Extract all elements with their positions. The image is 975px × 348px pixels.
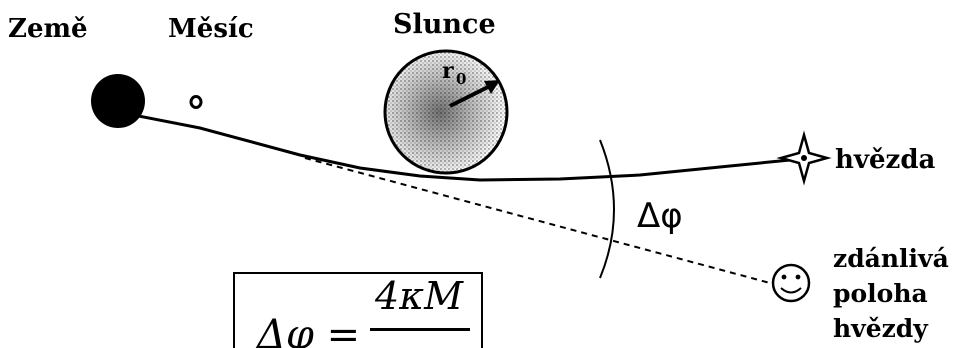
earth-label: Země: [8, 14, 88, 44]
formula-fraction-bar: [370, 328, 470, 331]
radius-subscript: 0: [456, 70, 466, 88]
radius-arrowhead: [484, 80, 500, 94]
sun-label: Slunce: [393, 9, 496, 40]
sun-shading: [385, 51, 507, 173]
radius-label: r: [442, 58, 454, 84]
formula-lhs: Δφ =: [257, 312, 361, 348]
moon-label: Měsíc: [168, 14, 254, 44]
deflection-angle-arc: [599, 139, 615, 279]
formula-box: Δφ = 4κM: [233, 272, 483, 348]
light-ray-path: [117, 110, 791, 182]
apparent-position-label-2: poloha: [833, 279, 928, 308]
star-icon: [776, 130, 832, 186]
radius-arrow-line: [449, 82, 495, 108]
apparent-position-label-1: zdánlivá: [833, 244, 949, 273]
moon-body: [189, 95, 203, 109]
apparent-direction-line: [304, 157, 771, 284]
apparent-position-label-3: hvězdy: [833, 314, 929, 343]
sun-outline: [383, 49, 509, 175]
star-label: hvězda: [835, 145, 935, 175]
deflection-angle-label: Δφ: [637, 196, 683, 236]
formula-numerator: 4κM: [375, 274, 464, 318]
earth-body: [91, 74, 145, 128]
smiley-icon: [771, 263, 811, 303]
